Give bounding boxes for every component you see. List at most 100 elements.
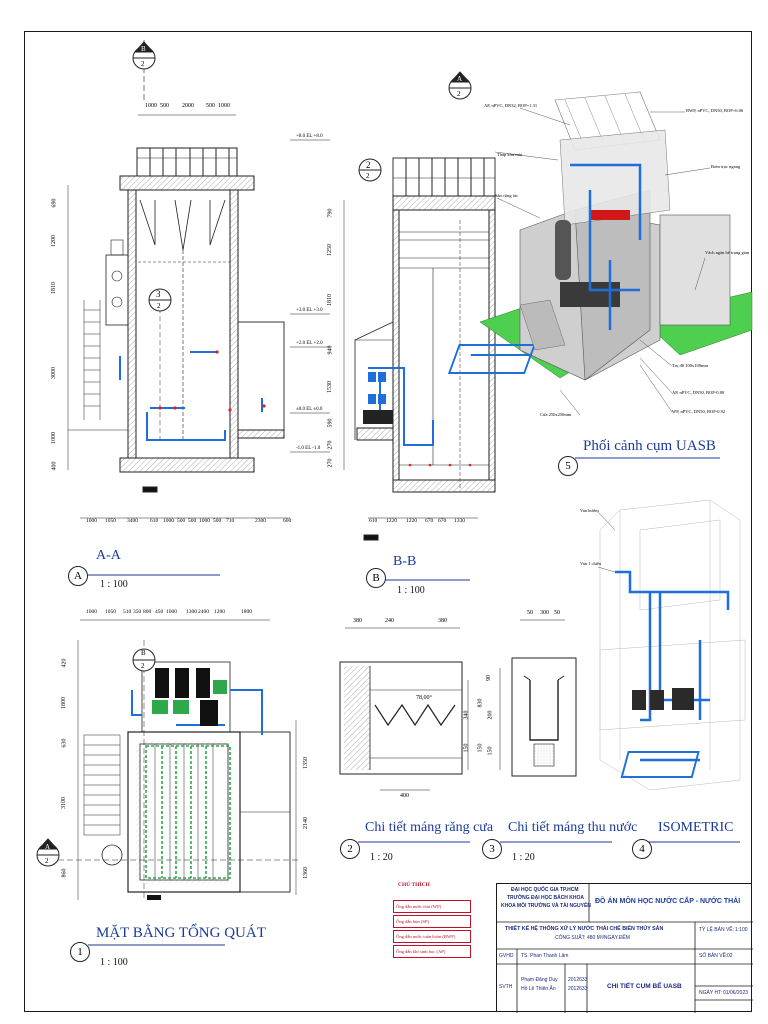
tb-date-value: 01/06/2023 bbox=[723, 990, 749, 996]
marker-2-bb: 2 bbox=[366, 160, 371, 170]
dim-plan-top-4: 350 bbox=[133, 609, 142, 615]
marker-3-aa: 3 bbox=[156, 289, 161, 299]
dim-aa-bottom-2: 1050 bbox=[105, 518, 116, 524]
callout-wp-dn50: WP, nPVC, DN50, BOP-0.92 bbox=[672, 409, 726, 414]
detail2-drawing bbox=[339, 627, 469, 791]
dim-aa-top-2: 500 bbox=[160, 103, 169, 109]
callout-tru-do: Trụ đỡ 100x100mm bbox=[672, 363, 708, 368]
dim-bb-left-8: 270 bbox=[327, 458, 334, 468]
dim-plan-top-7: 1000 bbox=[166, 609, 177, 615]
drawing-frame bbox=[24, 31, 752, 1012]
callout-vach-ngan: Vách ngăn bể trung gian bbox=[705, 250, 750, 255]
tb-gvhd-label: GVHD bbox=[499, 953, 514, 959]
dim-plan-top-2: 1050 bbox=[105, 609, 116, 615]
dim-aa-top-3: 2000 bbox=[182, 103, 194, 109]
dim-aa-bottom-12: 600 bbox=[283, 518, 292, 524]
dim-bb-bottom-4: 670 bbox=[425, 518, 434, 524]
marker-2-plan-a: 2 bbox=[45, 857, 49, 865]
section-aa-drawing bbox=[67, 40, 330, 519]
dim-aa-top-5: 1000 bbox=[218, 103, 230, 109]
detail4-title: ISOMETRIC bbox=[658, 820, 734, 835]
tb-university: ĐẠI HỌC QUỐC GIA TP.HCM bbox=[511, 887, 579, 893]
detail4-circle: 4 bbox=[632, 839, 652, 859]
marker-2-top: 2 bbox=[141, 60, 145, 68]
tb-gvhd-name: TS. Phan Thanh Lâm bbox=[521, 953, 569, 959]
marker-b-top: B bbox=[141, 45, 146, 53]
plan-title: MẶT BẰNG TỔNG QUÁT bbox=[96, 925, 266, 941]
callout-san-cong-tac: Sàn công tác bbox=[495, 193, 518, 198]
callout-thap-khu-mui: Tháp khử mùi bbox=[497, 152, 523, 157]
detail3-circle: 3 bbox=[482, 839, 502, 859]
dim-aa-bottom-10: 710 bbox=[226, 518, 235, 524]
dim-aa-left-2: 1200 bbox=[51, 235, 57, 247]
view-aa-circle: A bbox=[68, 566, 88, 586]
tb-school: TRƯỜNG ĐẠI HỌC BÁCH KHOA bbox=[507, 895, 585, 901]
tb-student2-id: 2012633 bbox=[568, 986, 588, 992]
marker-2-right: 2 bbox=[457, 90, 461, 98]
dim-plan-top-6: 450 bbox=[155, 609, 164, 615]
plan-circle: 1 bbox=[70, 942, 90, 962]
dim-bb-bottom-3: 1220 bbox=[406, 518, 417, 524]
marker-a-top: A bbox=[457, 75, 463, 83]
dim-bb-left-7: 270 bbox=[327, 440, 334, 450]
detail2-dim-6: 830 bbox=[477, 698, 484, 708]
dim-aa-top-4: 500 bbox=[206, 103, 215, 109]
detail2-dim-3: 380 bbox=[438, 618, 447, 624]
detail5-title: Phối cảnh cụm UASB bbox=[583, 438, 716, 454]
dim-bb-left-5: 1530 bbox=[327, 381, 333, 393]
dim-aa-bottom-3: 3400 bbox=[127, 518, 138, 524]
tb-scale-label: TỶ LỆ BẢN VẼ: bbox=[699, 927, 735, 933]
dim-plan-top-1: 1000 bbox=[86, 609, 97, 615]
view-bb-title: B-B bbox=[393, 554, 417, 569]
dim-plan-top-5: 800 bbox=[143, 609, 152, 615]
detail2-dim-8: 400 bbox=[400, 793, 409, 799]
legend-box: Ống dẫn nước thải (WP) Ống dẫn bùn (SP) … bbox=[393, 900, 471, 960]
tb-capacity: CÔNG SUẤT: 480 M³/NGÀY.ĐÊM bbox=[555, 935, 630, 941]
dim-bb-bottom-1: 610 bbox=[369, 518, 378, 524]
tb-sheet-label: SỐ BẢN VẼ: bbox=[699, 953, 728, 959]
view-aa-title: A-A bbox=[96, 548, 121, 563]
dim-aa-bottom-7: 500 bbox=[188, 518, 197, 524]
tb-student1: Phạm Đăng Duy bbox=[521, 977, 558, 983]
tb-faculty: KHOA MÔI TRƯỜNG VÀ TÀI NGUYÊN bbox=[501, 903, 591, 909]
callout-van-1-chieu: Van 1 chiều bbox=[580, 561, 602, 566]
dim-bb-left-1: 790 bbox=[327, 208, 334, 218]
detail3-drawing bbox=[499, 619, 577, 777]
dim-aa-left-3: 1810 bbox=[51, 282, 57, 294]
dim-aa-left-5: 1000 bbox=[51, 432, 57, 444]
dim-aa-bottom-9: 500 bbox=[213, 518, 222, 524]
uasb-perspective-3d bbox=[447, 91, 753, 416]
elevation-1: +8.0 EL +8.0 bbox=[296, 134, 323, 139]
elevation-4: ±0.0 EL ±0.0 bbox=[296, 407, 323, 412]
dim-plan-top-10: 1200 bbox=[214, 609, 225, 615]
marker-2-bb-sub: 2 bbox=[366, 172, 370, 180]
tb-student2: Hồ Lê Thiên Ân bbox=[521, 986, 556, 992]
callout-ap-dn50: AP, nPVC, DN50, BOP-0.80 bbox=[672, 390, 725, 395]
dim-bb-left-3: 1810 bbox=[327, 294, 333, 306]
tb-scale-value: 1:100 bbox=[735, 927, 748, 933]
dim-aa-bottom-8: 1000 bbox=[199, 518, 210, 524]
detail5-circle: 5 bbox=[558, 456, 578, 476]
marker-b-plan: B bbox=[141, 649, 146, 657]
dim-bb-left-4: 940 bbox=[327, 345, 334, 355]
dim-plan-right-1: 1350 bbox=[303, 757, 309, 769]
dim-aa-bottom-11: 2300 bbox=[255, 518, 266, 524]
detail3-dim-5: 200 bbox=[487, 710, 494, 720]
detail2-circle: 2 bbox=[340, 839, 360, 859]
dim-aa-bottom-4: 610 bbox=[150, 518, 159, 524]
isometric-drawing bbox=[597, 499, 746, 791]
detail2-dim-5: 150 bbox=[463, 743, 470, 753]
tb-design: THIẾT KẾ HỆ THỐNG XỬ LÝ NƯỚC THẢI CHẾ BI… bbox=[505, 926, 664, 932]
tb-date-label: NGÀY HT: bbox=[699, 990, 722, 996]
dim-aa-top-1: 1000 bbox=[145, 103, 157, 109]
detail3-dim-1: 50 bbox=[527, 610, 533, 616]
detail3-dim-4: 90 bbox=[486, 675, 492, 681]
elevation-3: +2.0 EL +2.0 bbox=[296, 341, 323, 346]
dim-aa-left-4: 3000 bbox=[51, 367, 57, 379]
dim-plan-top-9: 2400 bbox=[198, 609, 209, 615]
detail3-dim-6: 150 bbox=[487, 746, 494, 756]
detail2-dim-2: 240 bbox=[385, 618, 394, 624]
detail3-title: Chi tiết máng thu nước bbox=[508, 820, 638, 835]
detail3-scale: 1 : 20 bbox=[512, 852, 535, 863]
tb-drawing-title: CHI TIẾT CỤM BỂ UASB bbox=[607, 983, 682, 990]
